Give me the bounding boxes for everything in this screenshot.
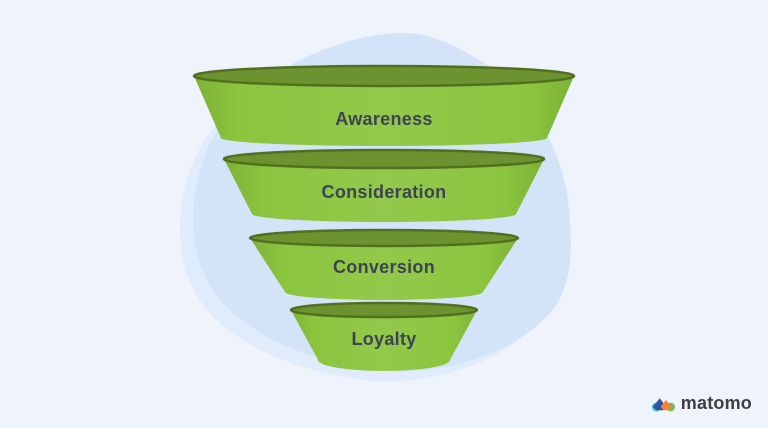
matomo-logo: matomo: [651, 393, 752, 414]
matomo-icon-orange-peak: [660, 399, 672, 411]
funnel-stage-consideration: [222, 148, 546, 222]
funnel-stage-conversion-body: [250, 238, 518, 300]
funnel-stage-conversion-top: [248, 228, 520, 248]
funnel-stage-loyalty-top: [289, 301, 479, 319]
funnel-stage-loyalty-body: [291, 310, 477, 371]
matomo-icon: [651, 398, 675, 412]
funnel-stage-awareness: [192, 64, 576, 146]
funnel-stage-awareness-top: [192, 64, 576, 88]
funnel-stage-loyalty: [289, 301, 479, 371]
matomo-wordmark: matomo: [680, 393, 752, 413]
funnel-stage-consideration-top: [222, 148, 546, 170]
funnel-stage-consideration-body: [224, 159, 544, 222]
funnel-stage-conversion: [248, 228, 520, 300]
funnel-stage-awareness-body: [194, 76, 574, 146]
